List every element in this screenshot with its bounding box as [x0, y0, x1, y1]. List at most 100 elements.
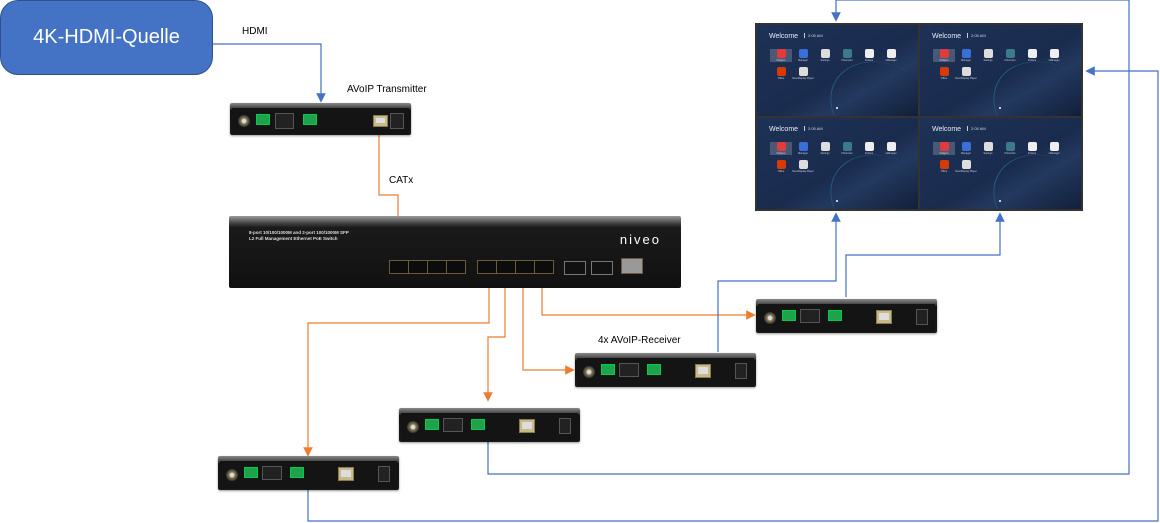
- chromium-icon: [842, 142, 852, 151]
- app-label: Manager: [798, 59, 808, 62]
- app-icon-settings: Settings: [977, 142, 999, 155]
- app-label: Widgets: [939, 59, 949, 62]
- app-icon-vmanager: vManager: [1043, 49, 1065, 62]
- lan-port: [695, 364, 711, 378]
- rs232-terminal: [828, 310, 842, 321]
- app-icon-folders: Folders: [858, 142, 880, 155]
- settings-icon: [820, 49, 830, 58]
- hdmi-out-port: [619, 363, 639, 377]
- avoip-receiver-1: [756, 299, 937, 333]
- app-label: Manager: [961, 59, 971, 62]
- app-icon-folders: Folders: [1021, 49, 1043, 62]
- app-icon-settings: Settings: [814, 142, 836, 155]
- app-icon-vmanager: vManager: [880, 142, 902, 155]
- app-icon-chromium: Chromium: [836, 142, 858, 155]
- reset-key: [378, 466, 390, 482]
- wire-hdmi-rx3: [487, 0, 1130, 475]
- switch-port-4: [446, 260, 466, 274]
- manager-icon: [798, 142, 808, 151]
- folders-icon: [864, 142, 874, 151]
- avoip-receiver-4: [218, 456, 399, 490]
- wire-hdmi-rx1: [845, 212, 1005, 297]
- app-label: Widgets: [776, 59, 786, 62]
- chromium-icon: [1005, 49, 1015, 58]
- novodisplay-player-icon: [961, 67, 971, 76]
- app-icon-manager: Manager: [955, 49, 977, 62]
- app-label: vManager: [885, 59, 897, 62]
- audio-terminal: [256, 114, 270, 125]
- widgets-icon: [939, 49, 949, 58]
- novodisplay-player-icon: [798, 160, 808, 169]
- switch-port-2: [408, 260, 428, 274]
- app-label: Chromium: [1004, 152, 1016, 155]
- app-label: NovoDisplay Player: [792, 77, 814, 80]
- app-label: Widgets: [939, 152, 949, 155]
- reset-key: [916, 309, 928, 325]
- audio-terminal: [425, 419, 439, 430]
- hdmi-out-port: [262, 466, 282, 480]
- app-label: Office: [777, 170, 785, 173]
- app-label: Chromium: [1004, 59, 1016, 62]
- app-label: Widgets: [776, 152, 786, 155]
- audio-terminal: [601, 364, 615, 375]
- folders-icon: [864, 49, 874, 58]
- welcome-text: Welcome: [769, 33, 799, 40]
- avoip-receiver-2: [575, 353, 756, 387]
- lan-port: [338, 467, 354, 481]
- app-label: Chromium: [841, 152, 853, 155]
- widgets-icon: [776, 49, 786, 58]
- wire-cat-port8: [541, 276, 756, 320]
- app-icon-widgets: Widgets: [770, 49, 792, 62]
- app-label: Folders: [1027, 152, 1037, 155]
- app-icon-widgets: Widgets: [933, 49, 955, 62]
- chromium-icon: [1005, 142, 1015, 151]
- app-icon-novodisplay-player: NovoDisplay Player: [955, 160, 977, 173]
- app-icon-settings: Settings: [977, 49, 999, 62]
- wire-hdmi-rx4: [307, 66, 1159, 522]
- lan-port: [519, 419, 535, 433]
- app-icon-widgets: Widgets: [770, 142, 792, 155]
- app-label: NovoDisplay Player: [955, 170, 977, 173]
- hdmi-source-label: 4K-HDMI-Quelle: [33, 26, 180, 48]
- chromium-icon: [842, 49, 852, 58]
- rs232-terminal: [471, 419, 485, 430]
- app-label: Office: [777, 77, 785, 80]
- wire-hdmi-rx2: [717, 212, 841, 352]
- audio-terminal: [782, 310, 796, 321]
- widgets-icon: [776, 142, 786, 151]
- app-label: vManager: [885, 152, 897, 155]
- widgets-icon: [939, 142, 949, 151]
- poe-switch: 8-port 10/100/1000M and 2-port 100/1000M…: [229, 216, 681, 288]
- folders-icon: [1027, 142, 1037, 151]
- app-icon-manager: Manager: [955, 142, 977, 155]
- vmanager-icon: [886, 142, 896, 151]
- app-label: Chromium: [841, 59, 853, 62]
- app-label: Manager: [961, 152, 971, 155]
- app-icon-office: Office: [933, 160, 955, 173]
- welcome-text: Welcome: [932, 126, 962, 133]
- reset-key: [559, 418, 571, 434]
- manager-icon: [961, 142, 971, 151]
- lan-port: [373, 115, 388, 127]
- dc-power-jack: [238, 115, 250, 127]
- dc-power-jack: [583, 366, 595, 378]
- office-icon: [776, 67, 786, 76]
- switch-title-2: L2 Full Management Ethernet PoE Switch: [249, 236, 338, 241]
- settings-icon: [983, 49, 993, 58]
- app-label: Folders: [1027, 59, 1037, 62]
- office-icon: [776, 160, 786, 169]
- folders-icon: [1027, 49, 1037, 58]
- app-icon-settings: Settings: [814, 49, 836, 62]
- dc-power-jack: [764, 312, 776, 324]
- switch-port-1: [389, 260, 409, 274]
- settings-icon: [983, 142, 993, 151]
- dc-power-jack: [407, 421, 419, 433]
- sfp-port-9: [564, 261, 586, 275]
- hdmi-source-box: 4K-HDMI-Quelle: [0, 0, 213, 75]
